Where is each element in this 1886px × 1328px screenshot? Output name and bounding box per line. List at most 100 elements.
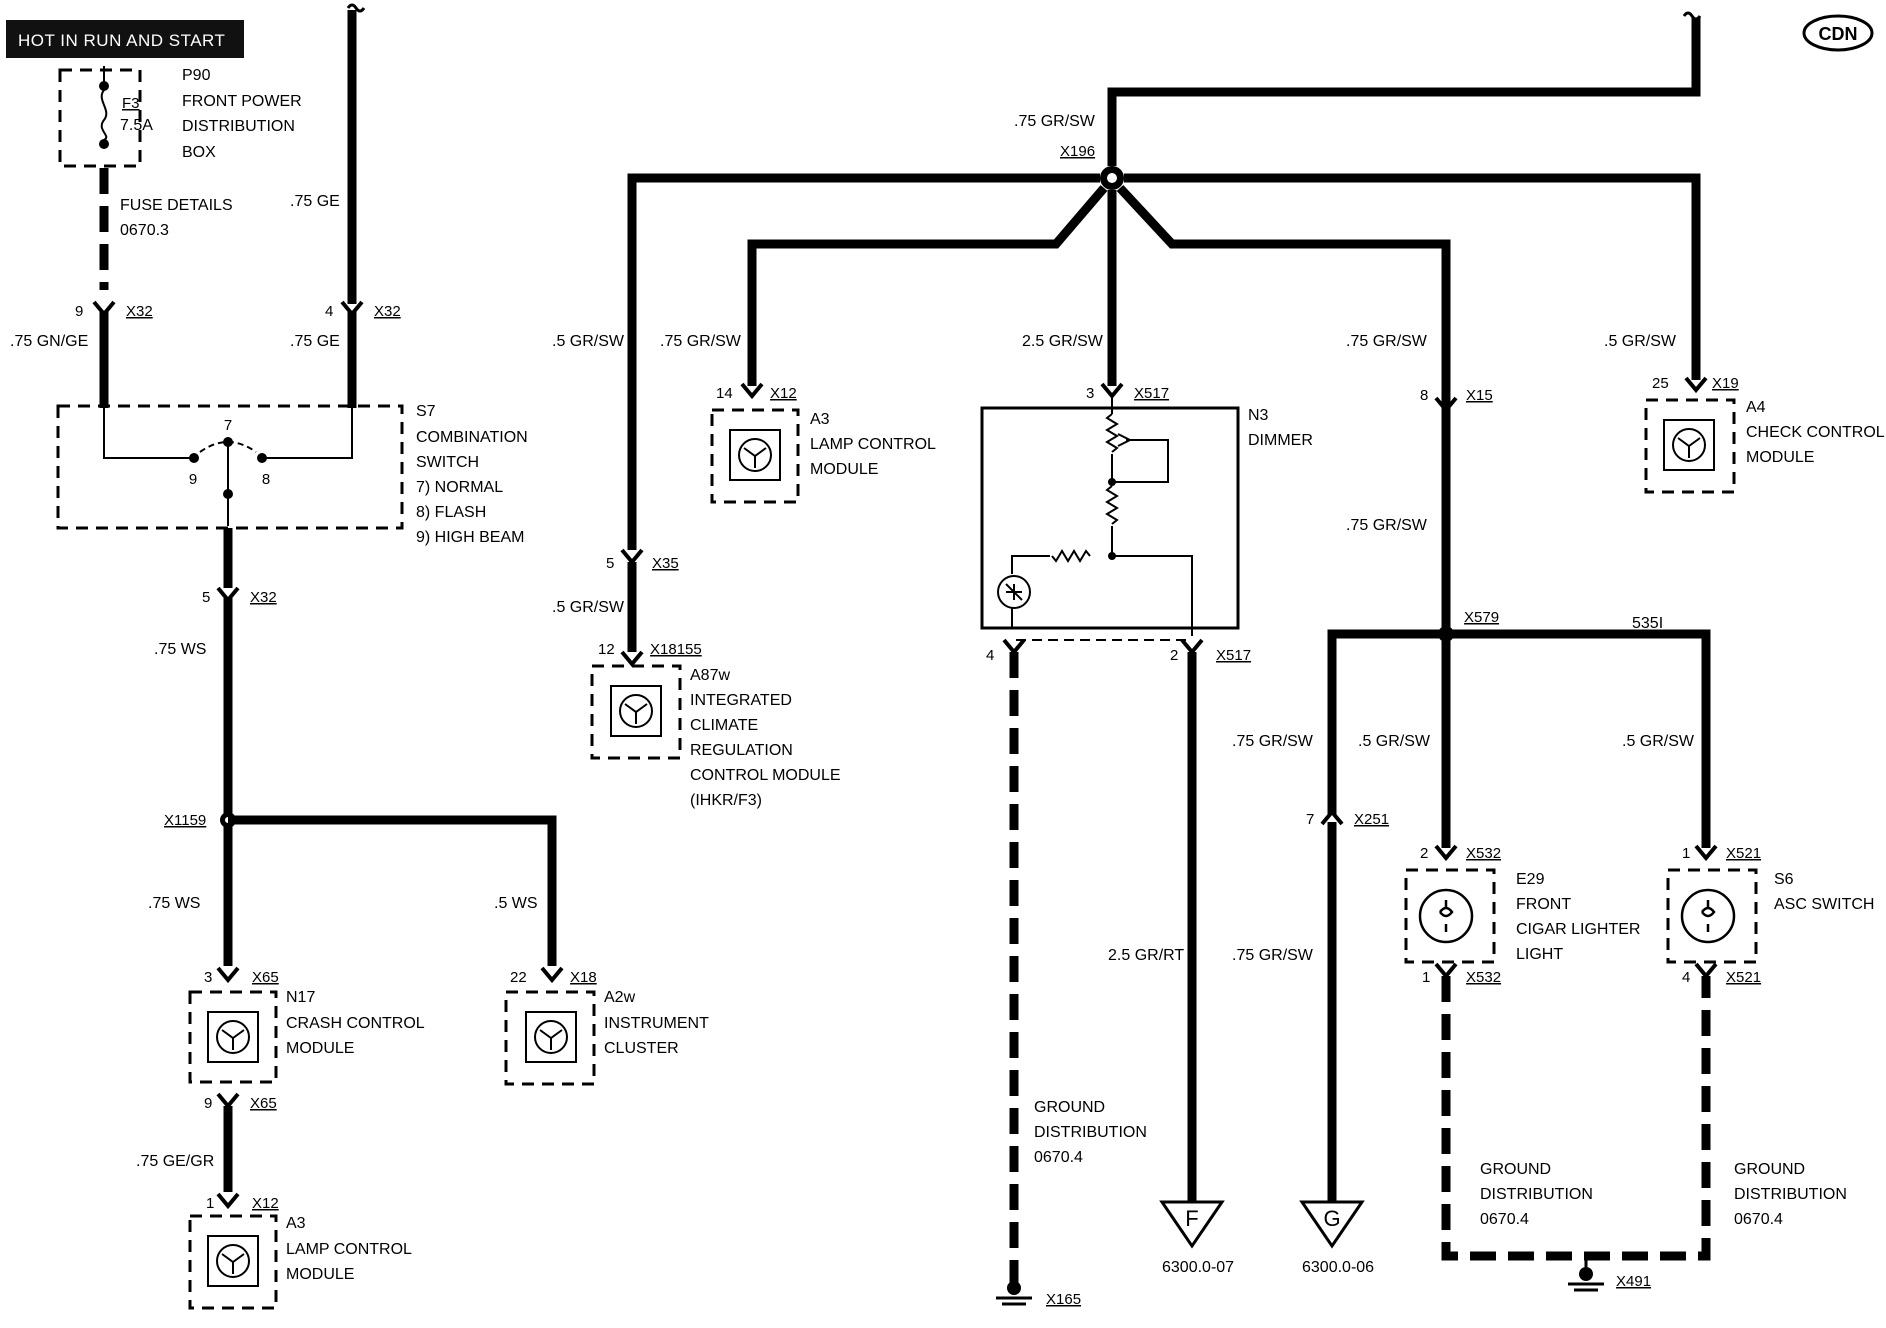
x18-pin: 22 xyxy=(510,969,527,986)
cdn-badge-text: CDN xyxy=(1819,24,1858,44)
wire-ws-2-label: .75 WS xyxy=(148,895,200,912)
fuse-rating: 7.5A xyxy=(120,117,153,134)
x35-connector-icon xyxy=(620,548,644,566)
n3-id: N3 xyxy=(1248,407,1269,424)
wire-grsw-x35 xyxy=(627,173,1100,550)
switch-id: S7 xyxy=(416,403,436,420)
wire-grsw-x19 xyxy=(1124,173,1701,380)
a4-module-outline xyxy=(1644,398,1736,494)
x491-name: X491 xyxy=(1616,1273,1651,1290)
s6-name: ASC SWITCH xyxy=(1774,896,1874,913)
s6-outline xyxy=(1666,868,1758,964)
a3-top-module-outline xyxy=(710,408,800,504)
combination-switch-outline xyxy=(56,404,404,530)
ground1-line-2: DISTRIBUTION xyxy=(1034,1124,1147,1141)
x12-top-name: X12 xyxy=(770,385,797,402)
a2w-module-icon xyxy=(525,1011,577,1063)
x65-b-pin: 9 xyxy=(204,1095,212,1112)
switch-contact-9 xyxy=(189,453,199,463)
switch-pin-7: 7 xyxy=(224,417,232,434)
x12-bottom-pin: 1 xyxy=(206,1195,214,1212)
wire-grsw-x251-label: .75 GR/SW xyxy=(1232,733,1314,750)
switch-mode-highbeam: 9) HIGH BEAM xyxy=(416,529,524,546)
x532-top-name: X532 xyxy=(1466,845,1501,862)
x532-bottom-pin: 1 xyxy=(1422,969,1430,986)
x18155-pin: 12 xyxy=(598,641,615,658)
e29-name-2: CIGAR LIGHTER xyxy=(1516,921,1640,938)
x12-bottom-connector-icon xyxy=(216,1192,240,1210)
x521-bottom-pin: 4 xyxy=(1682,969,1690,986)
a3-bottom-module-outline xyxy=(188,1214,278,1310)
reference-f-icon xyxy=(1159,1200,1225,1249)
x18-name: X18 xyxy=(570,969,597,986)
wire-ws-05-label: .5 WS xyxy=(494,895,538,912)
wire-grsw-x19-label: .5 GR/SW xyxy=(1604,333,1677,350)
x251-name: X251 xyxy=(1354,811,1389,828)
x521-bottom-name: X521 xyxy=(1726,969,1761,986)
x532-top-connector-icon xyxy=(1434,844,1458,862)
e29-outline xyxy=(1404,868,1496,964)
wire-gnge-label: .75 GN/GE xyxy=(10,333,88,350)
a4-name-2: MODULE xyxy=(1746,449,1814,466)
fuse-details-1: FUSE DETAILS xyxy=(120,197,233,214)
x18155-connector-icon xyxy=(620,650,644,668)
n17-name-2: MODULE xyxy=(286,1040,354,1057)
fuse-node-top xyxy=(99,81,109,91)
x18-connector-icon xyxy=(540,966,564,984)
wire-grsw-top xyxy=(1107,18,1701,166)
x35-name: X35 xyxy=(652,555,679,572)
x517-bottom-left-pin: 4 xyxy=(986,647,994,664)
wire-535i-label: 535I xyxy=(1632,615,1663,632)
x517-bottom-right-icon xyxy=(1180,638,1204,656)
reference-f-text: 6300.0-07 xyxy=(1162,1259,1234,1276)
wire-25-grrt-label: 2.5 GR/RT xyxy=(1108,947,1184,964)
x32-b-name: X32 xyxy=(374,303,401,320)
n17-id: N17 xyxy=(286,989,315,1006)
x35-pin: 5 xyxy=(606,555,614,572)
switch-lead-left xyxy=(103,408,190,459)
a3-top-id: A3 xyxy=(810,411,830,428)
a3-top-name-2: MODULE xyxy=(810,461,878,478)
wire-grsw-x251 xyxy=(1327,629,1446,814)
dimmer-circuit-icon xyxy=(997,396,1193,636)
wire-grsw-x15-label: .75 GR/SW xyxy=(1346,333,1428,350)
fuse-box-id: P90 xyxy=(182,67,211,84)
ground-loop-wire xyxy=(1441,976,1711,1261)
a3-bottom-name-2: MODULE xyxy=(286,1266,354,1283)
x12-top-connector-icon xyxy=(740,382,764,400)
a87w-name-1: INTEGRATED xyxy=(690,692,792,709)
continuation-icon-left xyxy=(346,3,366,13)
x532-bottom-connector-icon xyxy=(1434,962,1458,980)
a87w-name-3: REGULATION xyxy=(690,742,793,759)
ground1-line-1: GROUND xyxy=(1034,1099,1105,1116)
ground-symbol-icon xyxy=(996,1281,1032,1306)
cdn-badge: CDN xyxy=(1802,14,1874,52)
fuse-node-bottom xyxy=(99,139,109,149)
x32-c-pin: 5 xyxy=(202,589,210,606)
reference-g-icon xyxy=(1299,1200,1365,1249)
x19-connector-icon xyxy=(1684,376,1708,394)
x65-b-name: X65 xyxy=(250,1095,277,1112)
switch-contact-8 xyxy=(257,453,267,463)
switch-pin-9: 9 xyxy=(189,471,197,488)
fuse-box-name-1: FRONT POWER xyxy=(182,93,302,110)
x517-bottom-left-icon xyxy=(1002,638,1026,656)
fuse-box-name-3: BOX xyxy=(182,144,216,161)
x32-a-name: X32 xyxy=(126,303,153,320)
a2w-id: A2w xyxy=(604,989,636,1006)
header-title: HOT IN RUN AND START xyxy=(18,31,225,50)
switch-lead-right xyxy=(266,408,353,459)
a3-bottom-module-icon xyxy=(207,1235,259,1287)
ground2-line-1: GROUND xyxy=(1480,1161,1551,1178)
wire-ge-label: .75 GE xyxy=(290,333,340,350)
a87w-module-icon xyxy=(610,685,662,737)
ground1-line-3: 0670.4 xyxy=(1034,1149,1083,1166)
wire-grsw-a3-top xyxy=(747,185,1108,386)
x32-a-pin: 9 xyxy=(75,303,83,320)
a3-bottom-name-1: LAMP CONTROL xyxy=(286,1241,412,1258)
x12-top-pin: 14 xyxy=(716,385,733,402)
a3-bottom-id: A3 xyxy=(286,1215,306,1232)
s6-id: S6 xyxy=(1774,871,1794,888)
n3-name: DIMMER xyxy=(1248,432,1313,449)
wire-ws-1-label: .75 WS xyxy=(154,641,206,658)
